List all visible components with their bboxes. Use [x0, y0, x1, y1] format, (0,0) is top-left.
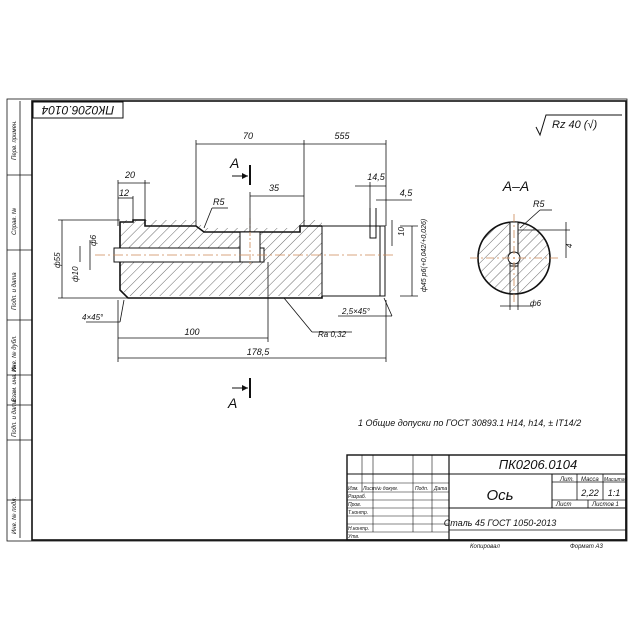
svg-text:Лист: Лист — [362, 486, 376, 492]
svg-text:Подп. и дата: Подп. и дата — [12, 399, 18, 437]
svg-text:Инв. № подл.: Инв. № подл. — [11, 497, 18, 534]
dimensions-main — [58, 140, 418, 362]
mass-value: 2,22 — [580, 488, 599, 498]
shaft-section — [95, 208, 395, 299]
dimension-texts: 70 555 35 20 12 14,5 4,5 R5 10 ф6 ф55 ф1… — [53, 131, 428, 357]
svg-text:Дата: Дата — [433, 486, 447, 492]
svg-text:Листов 1: Листов 1 — [591, 502, 619, 508]
format-label: Формат А3 — [570, 544, 603, 550]
dim-555: 555 — [334, 131, 350, 141]
svg-text:№ докум.: № докум. — [376, 486, 398, 492]
svg-text:Взам. инв. №: Взам. инв. № — [11, 364, 18, 402]
svg-text:Утв.: Утв. — [348, 534, 359, 540]
title-block — [346, 454, 627, 541]
inner-frame — [31, 100, 627, 541]
svg-text:Перв. примен.: Перв. примен. — [12, 120, 18, 160]
roughness-mark: Rz 40 (√) — [535, 114, 622, 137]
side-stamp: Перв. примен. Справ. № Подп. и дата Инв.… — [7, 101, 32, 538]
dim-r5-section: R5 — [533, 199, 545, 209]
svg-text:Масса: Масса — [581, 477, 599, 483]
dim-20: 20 — [124, 170, 135, 180]
svg-text:Подп. и дата: Подп. и дата — [12, 272, 18, 310]
dim-178-5: 178,5 — [247, 347, 271, 357]
copied-label: Копировал — [470, 544, 500, 550]
dim-phi55: ф55 — [53, 252, 62, 268]
dim-35: 35 — [269, 183, 280, 193]
dim-12: 12 — [119, 188, 129, 198]
dim-100: 100 — [184, 327, 199, 337]
scale-value: 1:1 — [608, 488, 621, 498]
section-a-a: А–А R5 4 ф6 — [470, 178, 574, 310]
drawing-number-top: ПК0206.0104 — [41, 103, 114, 117]
svg-text:Подп.: Подп. — [415, 486, 428, 492]
svg-text:Лит.: Лит. — [559, 477, 574, 483]
svg-text:Лист: Лист — [555, 502, 571, 508]
svg-text:Изм.: Изм. — [348, 486, 359, 492]
dim-r5: R5 — [213, 197, 225, 207]
dim-phi10: ф10 — [71, 266, 80, 282]
dim-chamfer-left: 4×45° — [82, 313, 104, 322]
section-title: А–А — [502, 178, 529, 194]
part-name: Ось — [486, 487, 513, 504]
title-block-texts: ПК0206.0104 Ось Сталь 45 ГОСТ 1050-2013 … — [348, 457, 628, 540]
drawing-number-box — [32, 101, 124, 119]
dim-4-5: 4,5 — [400, 188, 414, 198]
section-cut-bottom: А — [227, 378, 251, 411]
svg-text:Инв. № дубл.: Инв. № дубл. — [11, 335, 18, 372]
svg-text:А: А — [229, 155, 239, 171]
dim-phi6-section: ф6 — [530, 299, 542, 308]
svg-text:Т.контр.: Т.контр. — [348, 510, 368, 516]
dim-phi6: ф6 — [89, 234, 98, 246]
dim-10-v: 10 — [397, 227, 406, 236]
svg-text:Rz 40 (√): Rz 40 (√) — [552, 119, 597, 131]
dim-phi45: ф45 р6(+0,042/+0,026) — [421, 219, 428, 292]
dim-4-section: 4 — [565, 243, 574, 248]
svg-text:Справ. №: Справ. № — [11, 207, 18, 235]
tech-note: 1 Общие допуски по ГОСТ 30893.1 Н14, h14… — [358, 418, 581, 428]
material: Сталь 45 ГОСТ 1050-2013 — [444, 518, 556, 528]
svg-text:А: А — [227, 395, 237, 411]
svg-text:Разраб.: Разраб. — [348, 494, 366, 500]
dim-ra: Ra 0,32 — [318, 330, 347, 339]
drawing-number: ПК0206.0104 — [499, 457, 578, 472]
section-cut-top: А — [229, 155, 251, 185]
svg-text:Пров.: Пров. — [348, 502, 361, 508]
dim-14-5: 14,5 — [367, 172, 386, 182]
svg-text:Н.контр.: Н.контр. — [348, 526, 369, 532]
dim-70: 70 — [243, 131, 253, 141]
svg-text:Масштаб: Масштаб — [604, 477, 628, 483]
dim-chamfer-right: 2,5×45° — [341, 307, 371, 316]
